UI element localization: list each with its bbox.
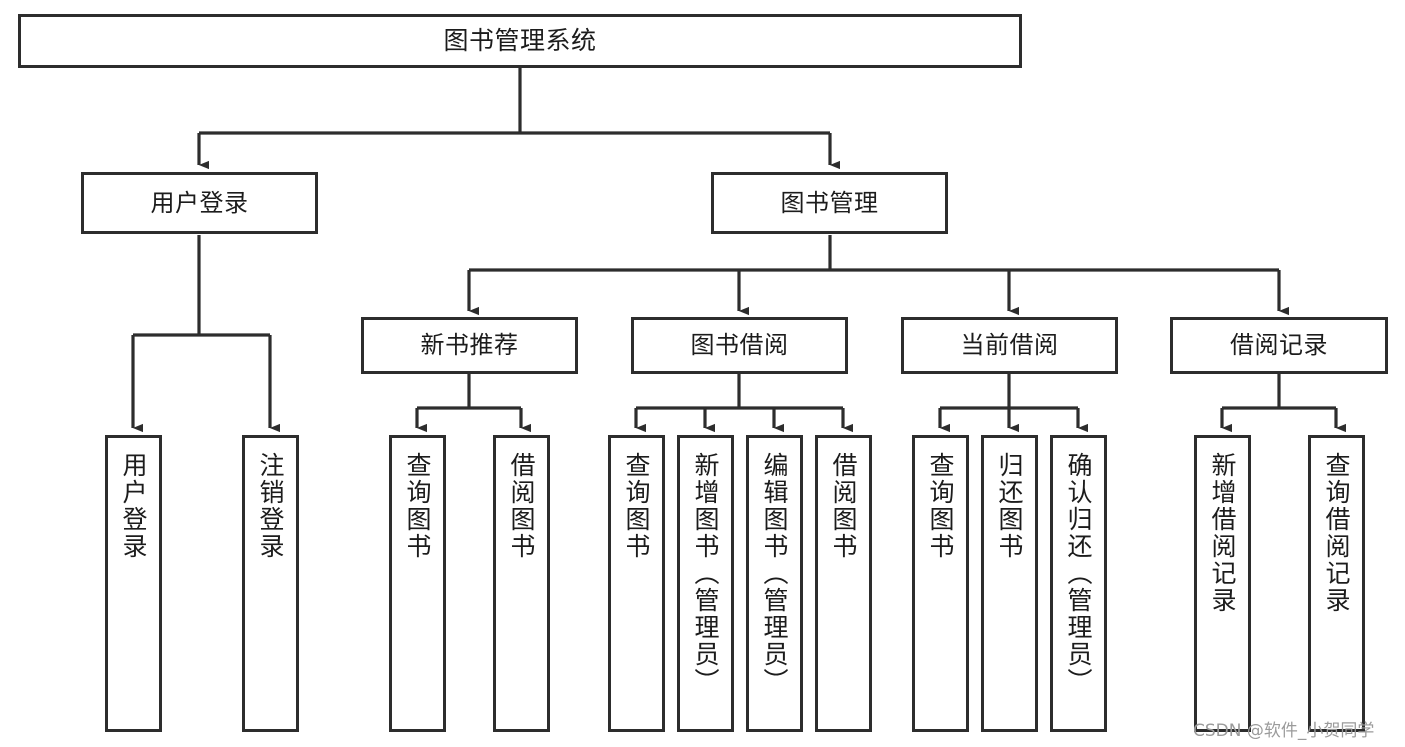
node-label: 用户登录 (150, 188, 249, 217)
leaf-newbook-query-book[interactable]: 查询图书 (389, 435, 446, 732)
leaf-record-query-record[interactable]: 查询借阅记录 (1308, 435, 1365, 732)
node-label: 查询借阅记录 (1322, 452, 1351, 614)
node-label: 查询图书 (403, 452, 432, 560)
node-current-borrowing[interactable]: 当前借阅 (901, 317, 1118, 374)
leaf-borrow-borrow-book[interactable]: 借阅图书 (815, 435, 872, 732)
node-label: 图书借阅 (690, 331, 789, 360)
node-borrowing-record[interactable]: 借阅记录 (1170, 317, 1388, 374)
leaf-user-login[interactable]: 用户登录 (105, 435, 162, 732)
node-label: 新书推荐 (420, 331, 519, 360)
node-label: 图书管理系统 (443, 26, 597, 55)
node-label: 确认归还（管理员） (1064, 452, 1093, 695)
leaf-current-confirm-return-admin[interactable]: 确认归还（管理员） (1050, 435, 1107, 732)
node-label: 查询图书 (622, 452, 651, 560)
leaf-current-return-book[interactable]: 归还图书 (981, 435, 1038, 732)
node-root-book-management-system[interactable]: 图书管理系统 (18, 14, 1022, 68)
node-label: 新增图书（管理员） (691, 452, 720, 695)
node-label: 当前借阅 (960, 331, 1059, 360)
node-book-management[interactable]: 图书管理 (711, 172, 948, 234)
node-user-login[interactable]: 用户登录 (81, 172, 318, 234)
node-new-book-recommendation[interactable]: 新书推荐 (361, 317, 578, 374)
node-label: 编辑图书（管理员） (760, 452, 789, 695)
leaf-logout[interactable]: 注销登录 (242, 435, 299, 732)
node-label: 用户登录 (119, 452, 148, 560)
leaf-record-add-record[interactable]: 新增借阅记录 (1194, 435, 1251, 732)
node-label: 借阅图书 (507, 452, 536, 560)
leaf-borrow-add-book-admin[interactable]: 新增图书（管理员） (677, 435, 734, 732)
node-label: 借阅记录 (1230, 331, 1328, 360)
node-label: 查询图书 (926, 452, 955, 560)
node-label: 注销登录 (256, 452, 285, 560)
leaf-newbook-borrow-book[interactable]: 借阅图书 (493, 435, 550, 732)
node-label: 新增借阅记录 (1208, 452, 1237, 614)
node-label: 图书管理 (780, 188, 879, 217)
node-label: 借阅图书 (829, 452, 858, 560)
node-label: 归还图书 (995, 452, 1024, 560)
leaf-current-query-book[interactable]: 查询图书 (912, 435, 969, 732)
csdn-watermark: CSDN @软件_小贺同学 (1193, 721, 1375, 741)
leaf-borrow-edit-book-admin[interactable]: 编辑图书（管理员） (746, 435, 803, 732)
node-book-borrowing[interactable]: 图书借阅 (631, 317, 848, 374)
leaf-borrow-query-book[interactable]: 查询图书 (608, 435, 665, 732)
